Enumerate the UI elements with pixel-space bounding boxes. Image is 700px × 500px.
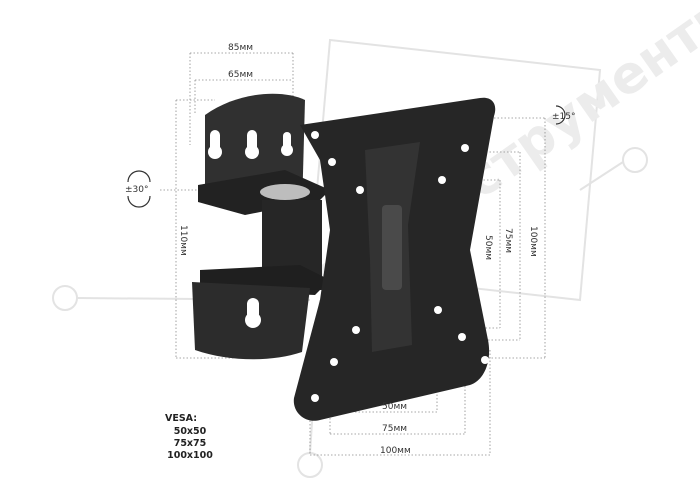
- dim-right-mid: 75мм: [503, 228, 513, 253]
- watermark-line-right: [579, 161, 624, 191]
- swivel-disc: [260, 184, 310, 200]
- wall-plate: [192, 93, 330, 360]
- tilt-arrow-icon: [555, 105, 566, 125]
- tilt-hinge: [382, 205, 402, 290]
- vesa-title: VESA:: [165, 413, 197, 424]
- vesa-size-2: 75x75: [174, 438, 207, 449]
- dim-top-inner: 65мм: [228, 70, 253, 80]
- vesa-size-1: 50x50: [174, 426, 207, 437]
- dim-height-left: 110мм: [178, 225, 188, 256]
- tilt-label: ±15°: [552, 112, 576, 122]
- swivel-label: ±30°: [125, 185, 149, 195]
- vesa-size-3: 100x100: [167, 450, 213, 461]
- dim-right-inner: 50мм: [483, 235, 493, 260]
- vesa-spec: VESA: 50x50 75x75 100x100: [165, 413, 213, 461]
- swivel-indicator: ±30°: [125, 170, 151, 208]
- watermark-node-right: [622, 147, 648, 173]
- watermark-node-left: [52, 285, 78, 311]
- swivel-arrow-icon: [127, 170, 151, 183]
- watermark-node-bottom: [297, 452, 323, 478]
- tilt-indicator: ±15°: [552, 105, 576, 125]
- vesa-plate: [293, 97, 496, 421]
- dim-bottom-inner: 50мм: [382, 402, 407, 412]
- dim-right-outer: 100мм: [528, 226, 538, 257]
- vesa-holes: [311, 131, 489, 402]
- dim-top-outer: 85мм: [228, 43, 253, 53]
- dim-bottom-outer: 100мм: [380, 446, 411, 456]
- dim-bottom-mid: 75мм: [382, 424, 407, 434]
